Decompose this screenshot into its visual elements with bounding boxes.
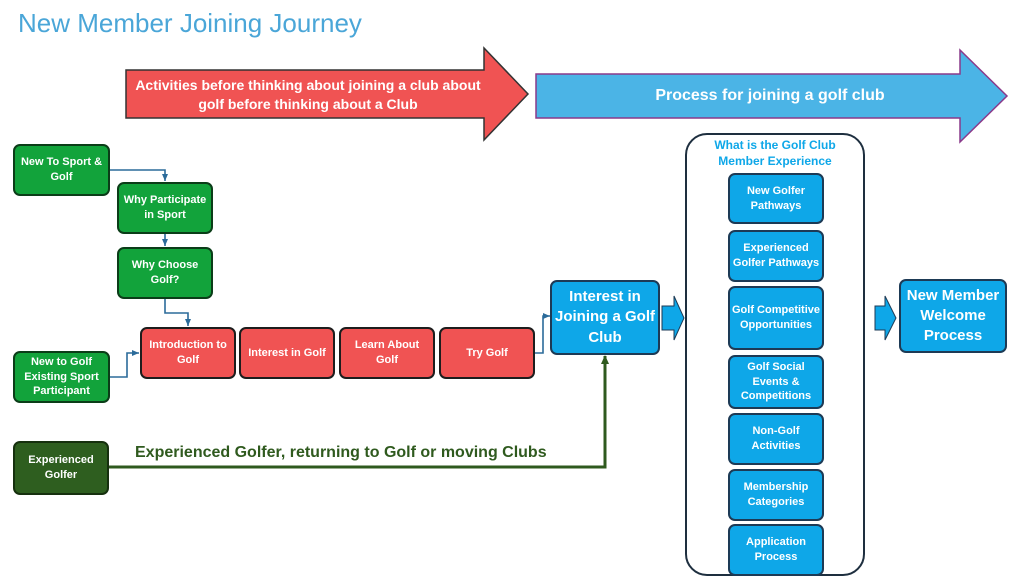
connector-existing-intro: [110, 350, 139, 378]
chevron-arrow-1: [661, 295, 685, 341]
member-experience-title: What is the Golf Club Member Experience: [714, 138, 836, 169]
experience-item-new-golfer: New Golfer Pathways: [728, 173, 824, 224]
connector-newsport-why: [110, 169, 168, 181]
node-welcome-process: New Member Welcome Process: [899, 279, 1007, 353]
experienced-route-label: Experienced Golfer, returning to Golf or…: [135, 444, 547, 461]
blue-banner-arrow: [535, 48, 1009, 144]
experience-item-application: Application Process: [728, 524, 824, 576]
experience-item-competitive: Golf Competitive Opportunities: [728, 286, 824, 350]
banner-right-text: Process for joining a golf club: [655, 87, 885, 105]
page-title: New Member Joining Journey: [18, 8, 362, 38]
connector-golf-intro: [164, 299, 191, 326]
node-new-to-golf-existing: New to Golf Existing Sport Participant: [13, 351, 110, 403]
node-try-golf: Try Golf: [439, 327, 535, 379]
node-experienced-golfer: Experienced Golfer: [13, 441, 109, 495]
banner-left-text: Activities before thinking about joining…: [135, 77, 481, 112]
experience-item-membership: Membership Categories: [728, 469, 824, 521]
node-interest-golf: Interest in Golf: [239, 327, 335, 379]
node-why-golf: Why Choose Golf?: [117, 247, 213, 299]
chevron-arrow-2: [874, 295, 897, 341]
node-intro-golf: Introduction to Golf: [140, 327, 236, 379]
node-interest-joining: Interest in Joining a Golf Club: [550, 280, 660, 355]
node-why-participate: Why Participate in Sport: [117, 182, 213, 234]
node-new-to-sport: New To Sport & Golf: [13, 144, 110, 196]
experience-item-social: Golf Social Events & Competitions: [728, 355, 824, 409]
connector-try-joining: [535, 313, 550, 354]
red-banner-arrow: [125, 46, 530, 142]
connector-experienced-route: [109, 355, 609, 469]
experience-item-experienced-golfer: Experienced Golfer Pathways: [728, 230, 824, 282]
experience-item-non-golf: Non-Golf Activities: [728, 413, 824, 465]
node-learn-golf: Learn About Golf: [339, 327, 435, 379]
